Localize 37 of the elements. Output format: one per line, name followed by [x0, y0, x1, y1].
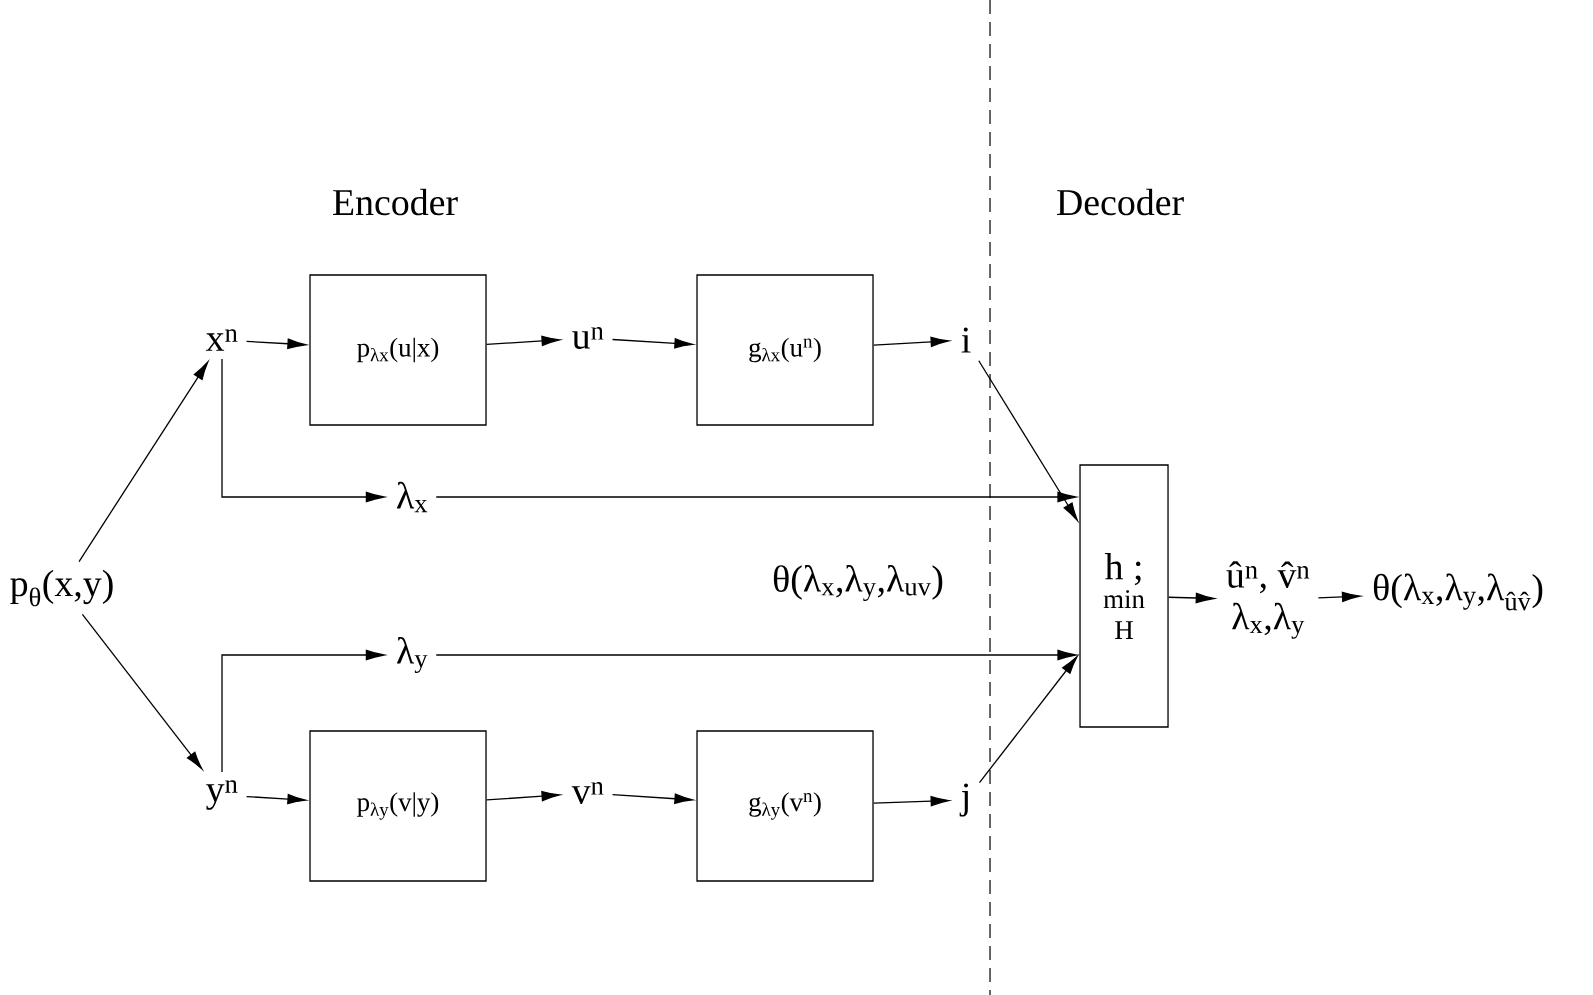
arrow	[81, 613, 203, 770]
math-label: û$^{n}$, v̂$^{n}$ λ$_{x}$,λ$_{y}$	[1226, 561, 1310, 639]
arrow	[486, 335, 561, 347]
arrow	[435, 491, 1077, 503]
arrow	[611, 793, 694, 804]
arrow	[221, 649, 385, 773]
arrow	[611, 338, 694, 349]
arrow	[873, 336, 950, 348]
math-label: j	[959, 783, 969, 817]
arrow	[245, 338, 307, 349]
process-box: p$_{λy}$(v|y)	[309, 730, 487, 882]
arrow	[1168, 592, 1215, 604]
math-label: u$^{n}$	[572, 327, 604, 349]
process-box: p$_{λx}$(u|x)	[309, 274, 487, 426]
math-label: i	[961, 327, 971, 353]
decoder-box: h ; min H	[1079, 464, 1169, 728]
arrow	[245, 793, 307, 805]
process-box: g$_{λx}$(u$^{n}$)	[696, 274, 874, 426]
math-label: λ$_{x}$	[396, 481, 428, 513]
arrow	[873, 795, 950, 807]
arrow	[978, 656, 1078, 784]
math-label: v$^{n}$	[571, 782, 604, 804]
math-label: x$^{n}$	[206, 329, 238, 351]
arrow	[435, 649, 1077, 661]
arrow	[78, 361, 209, 563]
math-label: θ(λ$_{x}$,λ$_{y}$,λ$_{ûv̂}$)	[1373, 573, 1543, 611]
math-label: λ$_{y}$	[396, 636, 428, 674]
arrow	[221, 358, 385, 503]
math-label: y$^{n}$	[206, 780, 238, 810]
math-label: p$_{θ}$(x,y)	[10, 569, 113, 607]
arrow	[1317, 591, 1361, 603]
arrow	[978, 360, 1078, 521]
section-heading: Encoder	[333, 188, 458, 216]
math-label: θ(λ$_{x}$,λ$_{y}$,λ$_{uv}$)	[773, 564, 943, 602]
section-heading: Decoder	[1057, 188, 1184, 216]
arrow	[486, 790, 561, 802]
process-box: g$_{λy}$(v$^{n}$)	[696, 730, 874, 882]
